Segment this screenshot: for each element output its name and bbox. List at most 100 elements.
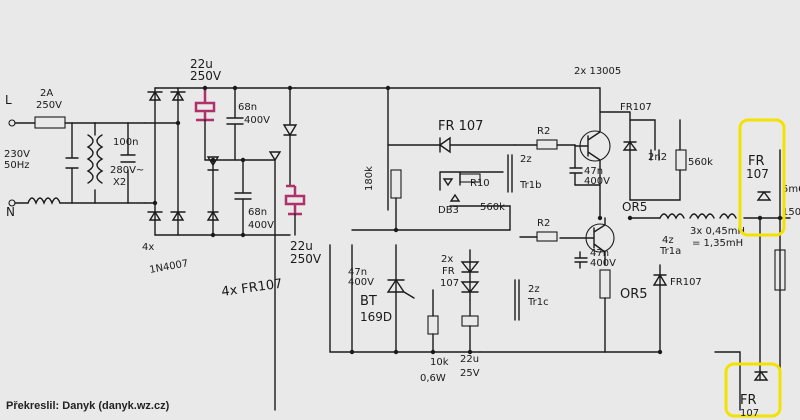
label-400V-a: 400V — [244, 115, 270, 126]
label-4z: 4z — [662, 235, 674, 246]
label-R2-b: R2 — [537, 218, 550, 229]
label-280V: 280V~ — [110, 165, 144, 176]
inductor-3x — [659, 213, 737, 220]
label-L: L — [5, 93, 12, 107]
valley-fill: 22u 250V 68n 400V 68n 400V 22u 250V 4x F… — [190, 57, 322, 300]
label-2z-c: 2z — [528, 284, 540, 295]
label-47n-c: 47n — [590, 248, 609, 259]
bridge-rectifier: 4x 1N4007 — [127, 87, 190, 276]
common-mode-choke — [86, 134, 94, 184]
bridge-diode-4 — [170, 210, 186, 221]
label-OR5-b: OR5 — [620, 287, 648, 302]
label-22u-c: 22u — [460, 354, 479, 365]
label-X2: X2 — [113, 177, 126, 188]
label-FR-hl1: FR — [748, 154, 765, 169]
label-22u-a: 22u — [190, 57, 213, 71]
label-R2-a: R2 — [537, 126, 550, 137]
bridge-diode-1 — [147, 90, 163, 101]
label-R10: R10 — [470, 178, 490, 189]
fuse — [34, 116, 66, 129]
cap-68n-a — [226, 87, 244, 161]
label-400V-b: 400V — [248, 220, 274, 231]
diode-valley-3 — [268, 151, 282, 162]
label-107-hl2: 107 — [740, 408, 759, 419]
resistor-R2-b — [536, 231, 558, 242]
cap-47n-a — [569, 144, 583, 186]
label-FR107-top: FR107 — [620, 102, 652, 113]
label-N: N — [6, 205, 15, 219]
diode-fr-small-1 — [460, 261, 480, 274]
label-4xFR107: 4x FR107 — [220, 277, 283, 300]
label-DB3: DB3 — [438, 205, 459, 216]
label-2n2: 2n2 — [648, 152, 667, 163]
lower-transistor-stage: R2 47n 400V OR5 FR107 — [479, 217, 702, 353]
label-68n-b: 68n — [248, 207, 267, 218]
resistor-180k — [390, 169, 402, 199]
label-2x-fr: 2x — [441, 254, 453, 265]
upper-transistor-stage: 2x 13005 FR107 2n2 560k OR5 R2 47n 400V … — [507, 66, 713, 219]
label-107-hl1: 107 — [746, 167, 769, 181]
bridge-diode-3 — [147, 210, 163, 221]
dc-rails — [274, 87, 601, 411]
highlight-box-bottom — [724, 362, 782, 418]
transformer-Tr1b — [507, 154, 513, 193]
label-25V: 25V — [460, 368, 480, 379]
label-3x-0.45mH: 3x 0,45mH — [690, 226, 745, 237]
resistor-10k — [427, 315, 439, 335]
label-250V-a: 250V — [190, 69, 222, 83]
diode-fr107-right — [604, 264, 668, 353]
terminal-L — [8, 119, 16, 127]
resistor-560k-a — [675, 149, 687, 171]
label-169D: 169D — [360, 310, 392, 324]
label-fuse-2A: 2A — [40, 88, 53, 99]
label-Tr1a: Tr1a — [659, 246, 681, 257]
label-100n: 100n — [113, 137, 138, 148]
label-0,6W: 0,6W — [420, 373, 446, 384]
label-OR5-a: OR5 — [622, 200, 647, 214]
mains-input: L N 230V 50Hz 2A 250V 100n 280V~ X2 — [4, 88, 144, 219]
label-400V-47b: 400V — [348, 277, 374, 288]
diode-valley-4 — [282, 87, 298, 137]
resistor-OR5-b — [599, 269, 611, 299]
label-47n-b: 47n — [348, 267, 367, 278]
trigger-stage: R10 DB3 560k 47n 400V BT 169D 10k 0,6W 2… — [329, 171, 549, 384]
label-BT: BT — [360, 294, 377, 309]
diode-valley-2 — [206, 210, 220, 221]
label-2z: 2z — [520, 154, 532, 165]
cap-22u-b — [284, 194, 306, 206]
label-fuse-250V: 250V — [36, 100, 62, 111]
label-180k: 180k — [364, 166, 375, 191]
label-5m6: 5m6 — [782, 184, 800, 195]
label-1.35mH: = 1,35mH — [692, 238, 743, 249]
label-560k-b: 560k — [480, 202, 505, 213]
label-FR107-right: FR107 — [670, 277, 702, 288]
resistor-5m6 — [774, 249, 786, 291]
label-400V-47a: 400V — [584, 176, 610, 187]
credit-text: Překreslil: Danyk (danyk.wz.cz) — [6, 400, 170, 412]
junction-dots — [152, 85, 783, 355]
x2-capacitor — [120, 122, 136, 204]
label-10k: 10k — [430, 357, 449, 368]
cap-22u-a — [194, 101, 216, 113]
label-FR107-middle: FR 107 — [438, 119, 483, 134]
label-150n: 150n — [782, 207, 800, 218]
diode-hl2 — [753, 370, 769, 381]
cap-22u-c — [461, 315, 479, 327]
label-230V: 230V — [4, 149, 30, 160]
diode-fr-small-2 — [460, 281, 480, 294]
label-50Hz: 50Hz — [4, 160, 30, 171]
thyristor-BT169D — [386, 278, 415, 299]
transformer-Tr1c — [514, 279, 520, 321]
label-1N4007: 1N4007 — [149, 258, 190, 276]
label-68n-a: 68n — [238, 102, 257, 113]
label-4x: 4x — [142, 242, 154, 253]
label-Tr1c: Tr1c — [527, 297, 549, 308]
cap-68n-b — [234, 159, 252, 236]
label-2x13005: 2x 13005 — [574, 66, 621, 77]
label-22u-b: 22u — [290, 239, 313, 253]
cap-47n-c — [574, 251, 588, 269]
diode-hl1 — [756, 190, 772, 201]
label-47n-a: 47n — [584, 166, 603, 177]
highlight-box-top — [738, 118, 786, 237]
